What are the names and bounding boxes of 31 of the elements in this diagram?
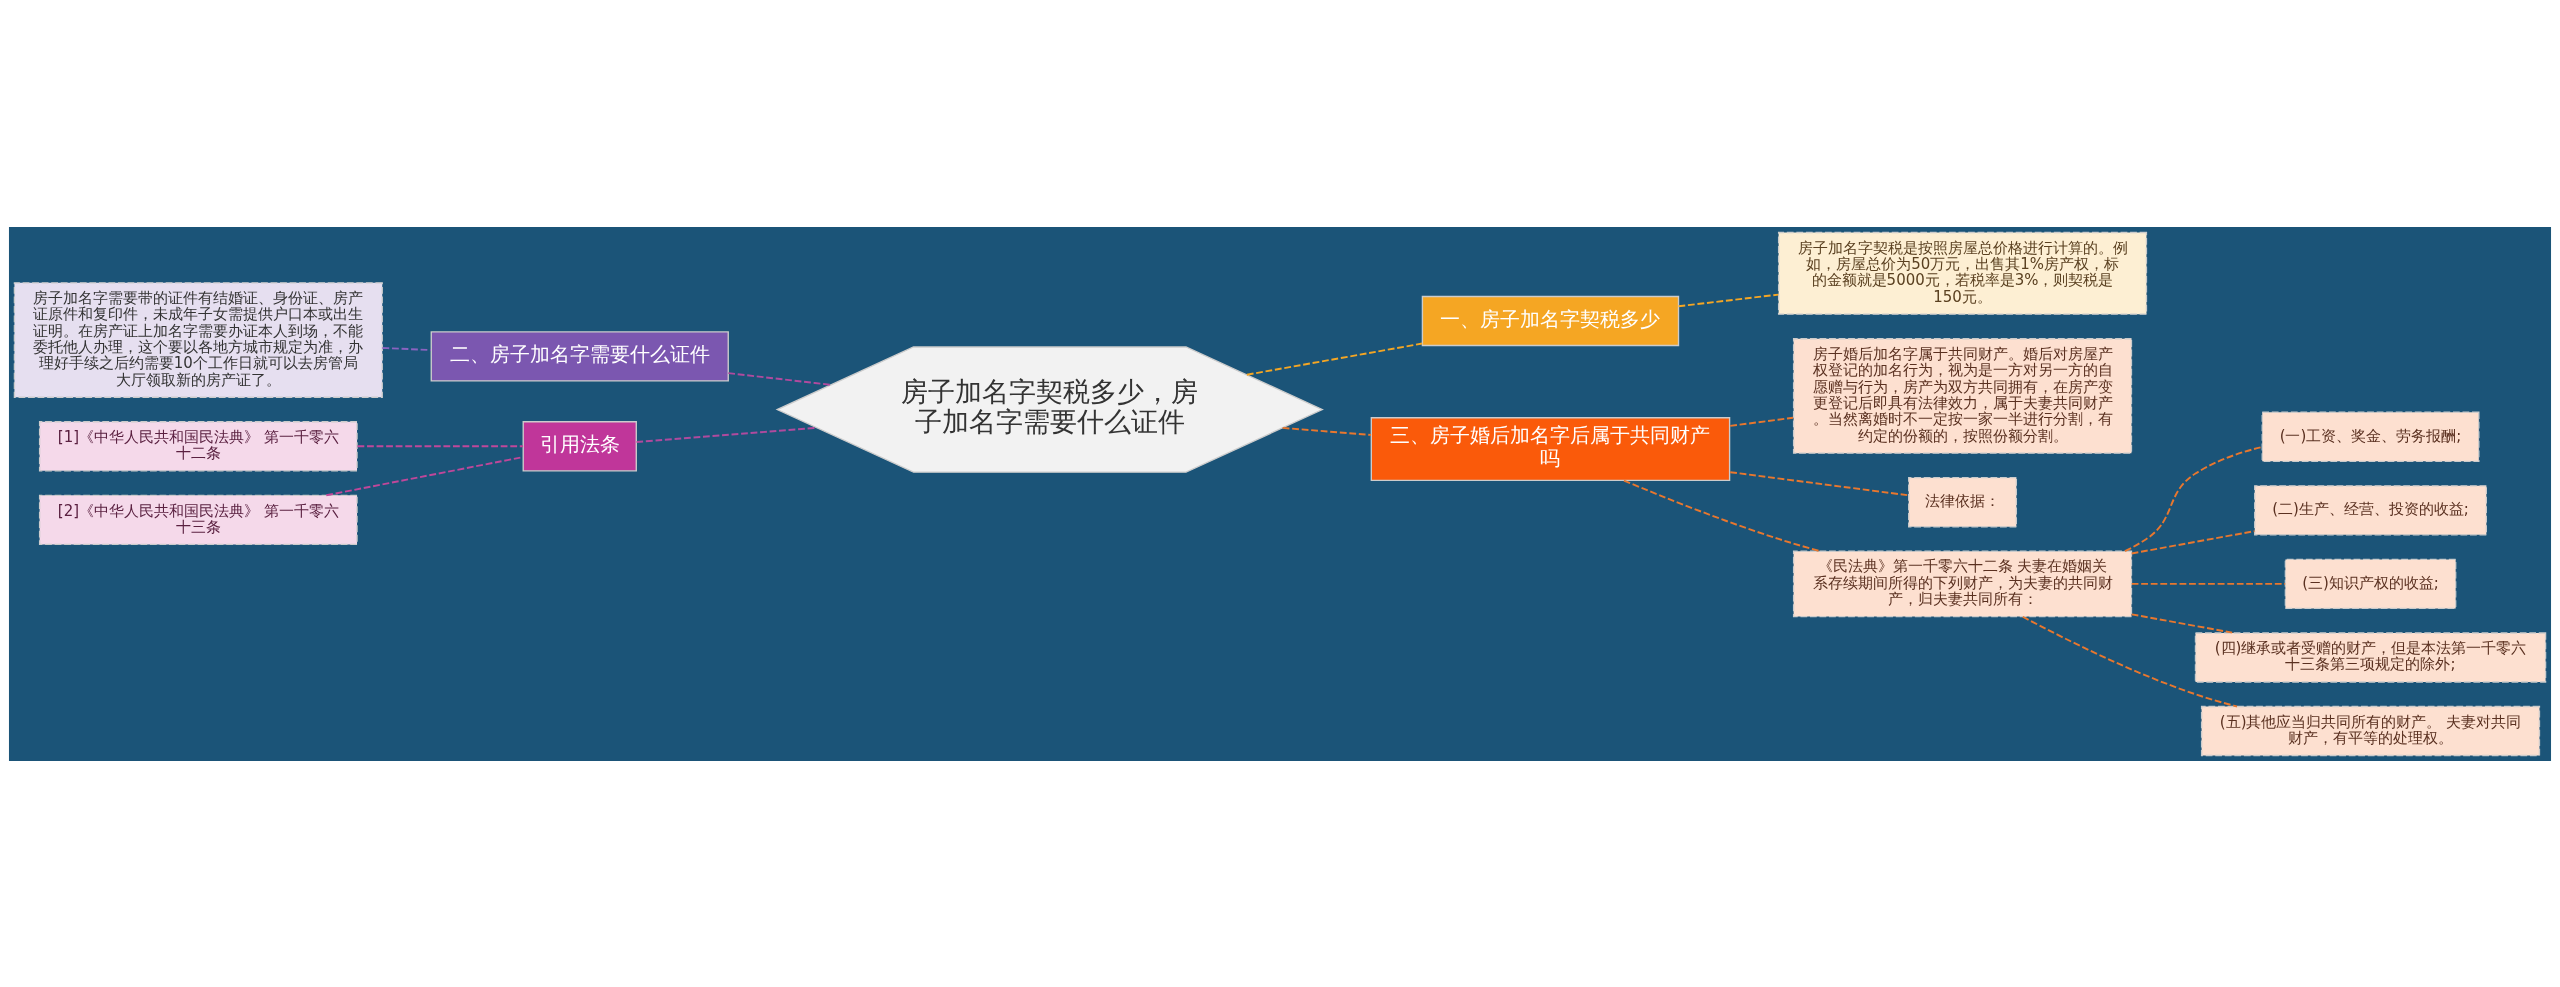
- connector: [2130, 529, 2256, 554]
- node-box: 二、房子加名字需要什么证件: [430, 330, 729, 382]
- connector: [325, 455, 524, 496]
- node-box: 一、房子加名字契税多少: [1421, 295, 1680, 346]
- node-box: 三、房子婚后加名字后属于共同财产吗: [1370, 416, 1731, 481]
- connector: [1729, 470, 1910, 496]
- node-box: [1]《中华人民共和国民法典》 第一千零六十二条: [38, 420, 358, 471]
- connector: [356, 444, 524, 447]
- node-box: (二)生产、经营、投资的收益;: [2254, 484, 2487, 536]
- node-box: 房子加名字需要带的证件有结婚证、身份证、房产证原件和复印件，未成年子女需提供户口本或出生证明。在房产证上加名字需要办证本人到场，不能委托他人办理，这个要以各地方城市规定为准，办理好手续之后约需要10个工作日就可以去房管局大厅领取新的房产证了。: [13, 281, 383, 398]
- node-box: (一)工资、奖金、劳务报酬;: [2261, 411, 2480, 462]
- node-box: (五)其他应当归共同所有的财产。 夫妻对共同财产，有平等的处理权。: [2200, 705, 2541, 756]
- node-box: 房子婚后加名字属于共同财产。婚后对房屋产权登记的加名行为，视为是一方对另一方的自愿赠与行为，房产为双方共同拥有，在房产变更登记后即具有法律效力，属于夫妻共同财产。当然离婚时不一定按一家一半进行分割，有约定的份额的，按照份额分割。: [1792, 337, 2133, 454]
- node-box: 房子加名字契税是按照房屋总价格进行计算的。例如，房屋总价为50万元，出售其1%房产权，标的金额就是5000元，若税率是3%，则契税是150元。: [1777, 231, 2148, 315]
- node-box: (三)知识产权的收益;: [2284, 558, 2457, 609]
- connector: [2124, 445, 2264, 552]
- connector: [381, 346, 432, 351]
- node-box: 法律依据：: [1908, 476, 2018, 527]
- connector: [1677, 293, 1780, 307]
- connector: [2021, 615, 2238, 707]
- connector: [1245, 342, 1424, 376]
- node-box: 引用法条: [522, 420, 637, 471]
- node-box: 《民法典》第一千零六十二条 夫妻在婚姻关系存续期间所得的下列财产，为夫妻的共同财产，归夫妻共同所有：: [1792, 550, 2133, 617]
- node-box: [2]《中华人民共和国民法典》 第一千零六十三条: [38, 494, 358, 545]
- connector: [1623, 479, 1822, 552]
- connector: [727, 371, 832, 386]
- connector: [2130, 582, 2287, 585]
- connector: [2130, 612, 2235, 634]
- connector: [1729, 416, 1795, 427]
- node-box: (四)继承或者受赠的财产，但是本法第一千零六十三条第三项规定的除外;: [2194, 631, 2547, 683]
- connector: [1281, 426, 1373, 436]
